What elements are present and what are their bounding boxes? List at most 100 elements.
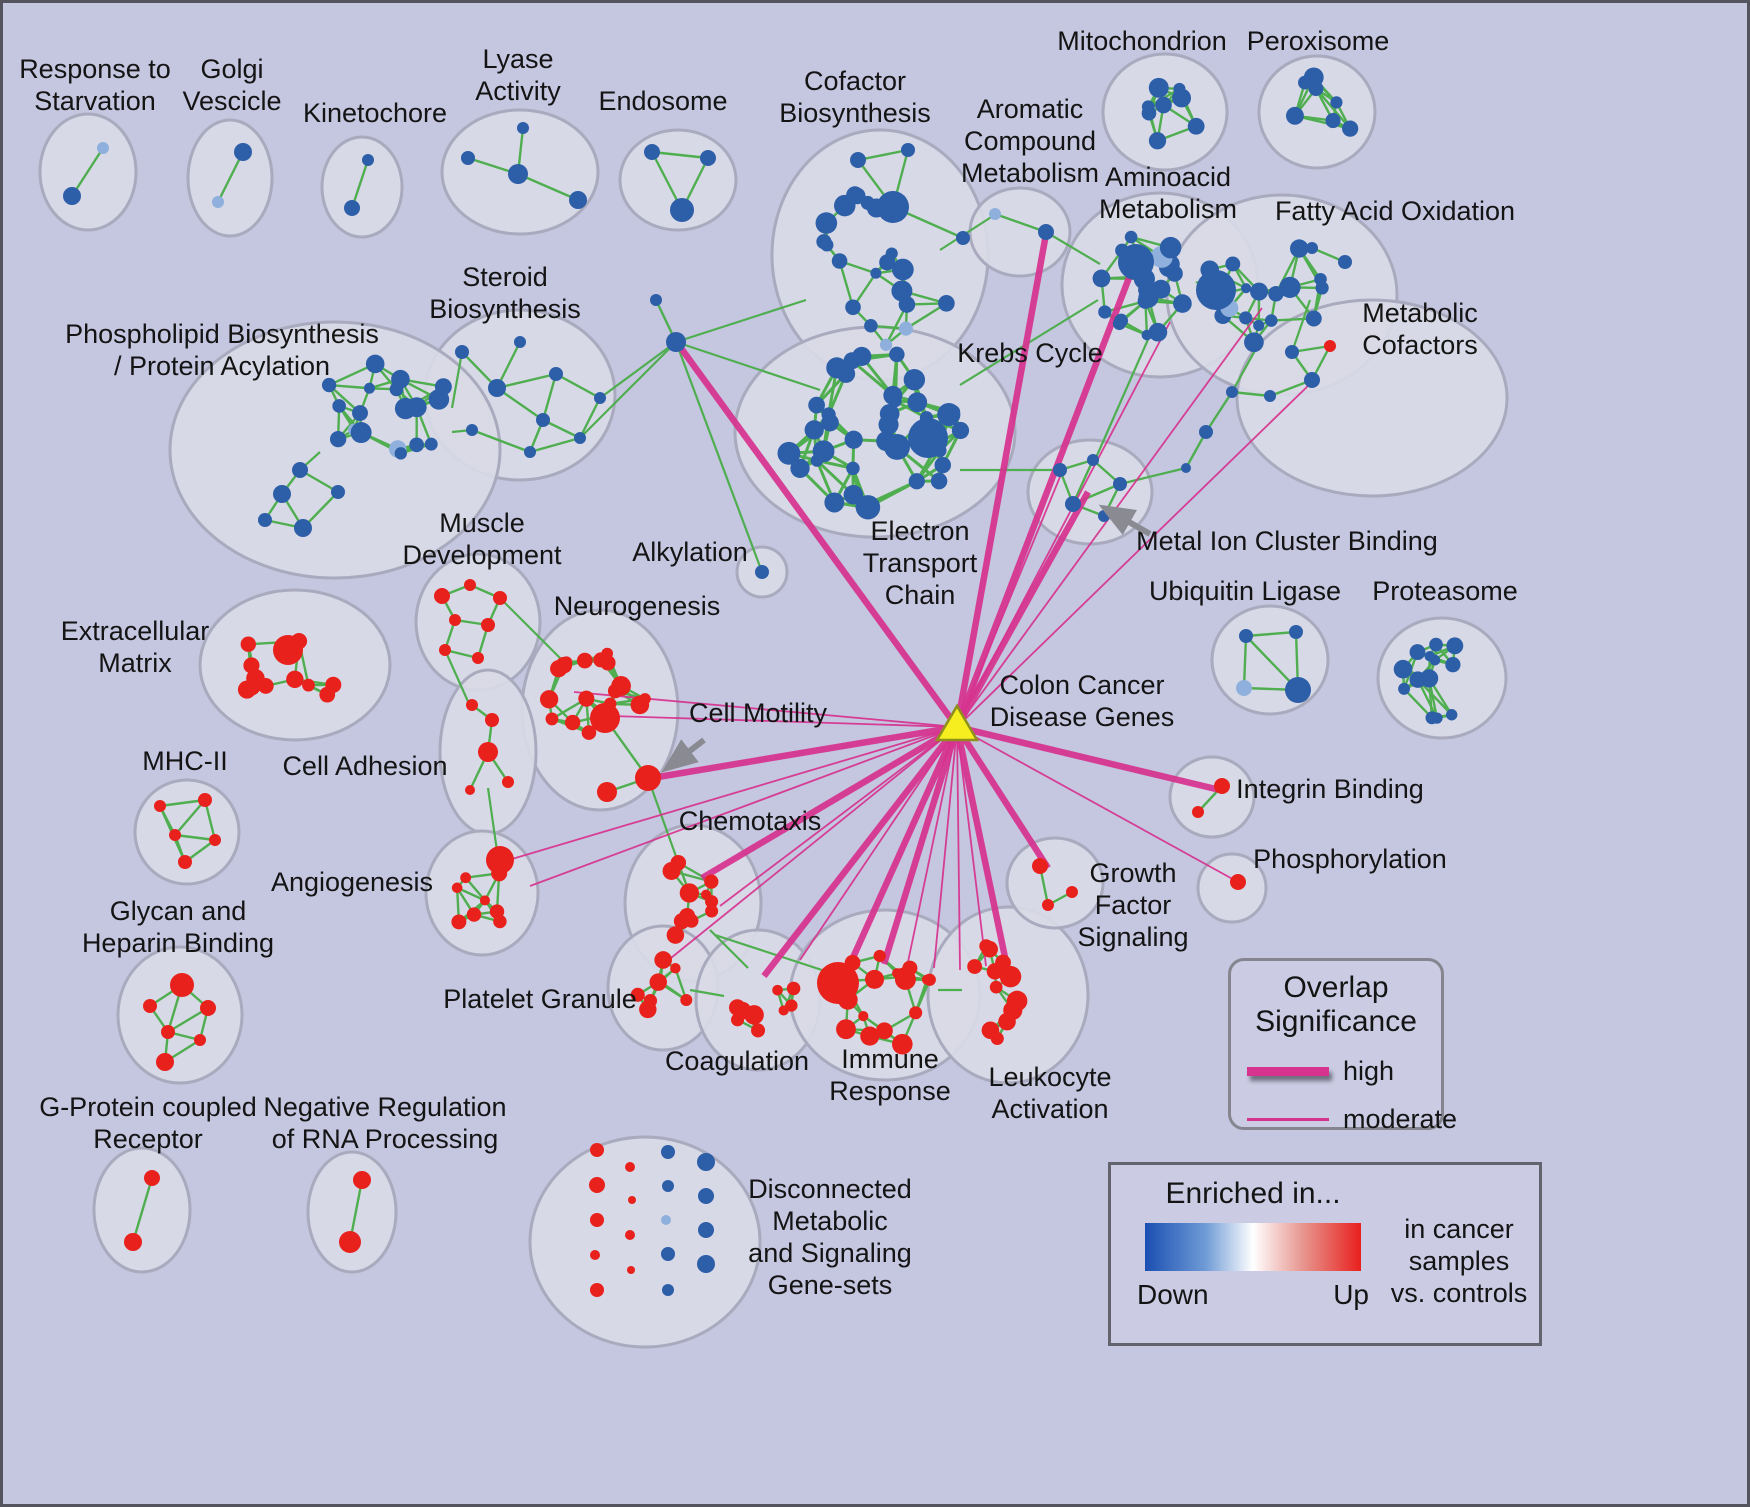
gene-set-node [212,196,224,208]
immune-response-label: Response [829,1076,951,1106]
gene-set-node [1038,224,1054,240]
overlap-link-high [953,233,1050,728]
gene-set-node [662,862,681,880]
gene-set-node [569,191,587,209]
overlap-link-moderate [956,321,1171,728]
gene-set-node [161,1025,175,1039]
gene-set-node [449,614,461,626]
gene-set-node [1166,265,1183,282]
gene-set-node [350,422,372,444]
cluster-edge [517,172,579,202]
gene-set-node [1398,682,1411,695]
leukocyte-activation-label: Leukocyte [988,1062,1111,1092]
phosphorylation-ellipse [1196,852,1268,924]
gene-set-node [981,1021,1000,1040]
gene-set-node [1279,276,1301,298]
gene-set-node [821,413,839,432]
gene-set-node [698,1222,714,1238]
aminoacid-metabolism-label: Aminoacid [1105,162,1231,192]
metal-ion-cluster-binding-arrow [1098,504,1152,537]
gene-set-node [662,1284,674,1296]
legend-enrichment-scale: Enriched in... Down Up [1119,1175,1387,1333]
overlap-link-moderate [529,726,958,887]
gene-set-node [589,1177,605,1193]
context-line3: vs. controls [1390,1278,1528,1308]
gene-set-node [786,981,801,996]
gene-set-node [1181,463,1191,473]
high-significance-line-swatch [1247,1067,1329,1076]
fatty-acid-oxidation-label: Fatty Acid Oxidation [1275,196,1515,226]
immune-response-label: Immune [841,1044,939,1074]
aromatic-compound-metabolism-label: Compound [964,126,1096,156]
disease-genes-hub-triangle [934,703,980,742]
gene-set-node [1253,319,1265,332]
gene-set-node [517,122,529,134]
gene-set-node [815,212,838,234]
gene-set-node [1338,255,1352,269]
gene-set-node [362,154,374,166]
gene-set-node [286,670,304,689]
gene-set-node [590,1143,604,1157]
cluster-edge [994,212,1047,234]
gene-set-node [321,377,337,393]
gene-set-node [200,1000,216,1016]
overlap-link-moderate [799,726,958,961]
gene-set-node [1113,477,1127,491]
gene-set-node [292,462,308,478]
cluster-edge [857,148,909,162]
overlap-link-high [700,724,959,881]
gene-set-node [903,369,926,391]
gene-set-node [989,208,1001,220]
inter-cluster-edge [709,929,749,969]
gene-set-node [938,295,955,312]
gene-set-node [654,976,666,988]
context-line1: in cancer [1404,1214,1514,1244]
gene-set-node [273,485,291,503]
golgi-vescicle-label: Golgi [200,54,263,84]
overlap-link-high [651,723,958,782]
gene-set-node [891,280,913,302]
gene-set-node [257,678,274,694]
gene-set-node [666,332,686,352]
lyase-activity-label: Lyase [482,44,553,74]
cell-adhesion-label: Cell Adhesion [282,751,447,781]
neurogenesis-label: Neurogenesis [554,591,721,621]
angiogenesis-label: Angiogenesis [271,867,433,897]
golgi-vescicle-label: Vescicle [182,86,281,116]
gene-set-node [855,500,869,514]
cluster-edge [1071,459,1095,505]
gene-set-node [908,473,925,490]
inter-cluster-edge [674,341,764,573]
gene-set-node [892,258,914,281]
gene-set-node [1264,314,1278,327]
cluster-edge [1294,114,1351,130]
gene-set-node [319,686,336,703]
gene-set-node [488,379,506,397]
inter-cluster-edge [499,597,567,665]
gene-set-node [650,294,662,306]
gene-set-node [697,1153,715,1171]
lyase-activity-label: Activity [475,76,561,106]
gene-set-node [804,420,824,440]
gene-set-node [508,164,528,184]
gene-set-node [951,421,970,440]
proteasome-label: Proteasome [1372,576,1518,606]
response-to-starvation-label: Response to [19,54,171,84]
gene-set-node [998,1012,1016,1031]
gene-set-node [601,647,614,660]
gene-set-node [843,485,864,505]
gene-set-node [594,392,606,404]
inter-cluster-edge [675,340,821,392]
gene-set-node [1429,654,1441,666]
cluster-edge [1204,391,1234,433]
cluster-edge [496,387,544,421]
gene-set-node [545,712,559,726]
disconnected-gene-sets-label: and Signaling [748,1238,912,1268]
overlap-link-moderate [719,726,958,907]
overlap-link-moderate [933,726,958,969]
enrichment-gradient-bar [1145,1223,1361,1271]
disconnected-gene-sets-label: Gene-sets [768,1270,893,1300]
gene-set-node [1241,283,1252,294]
angiogenesis-ellipse [424,829,540,957]
